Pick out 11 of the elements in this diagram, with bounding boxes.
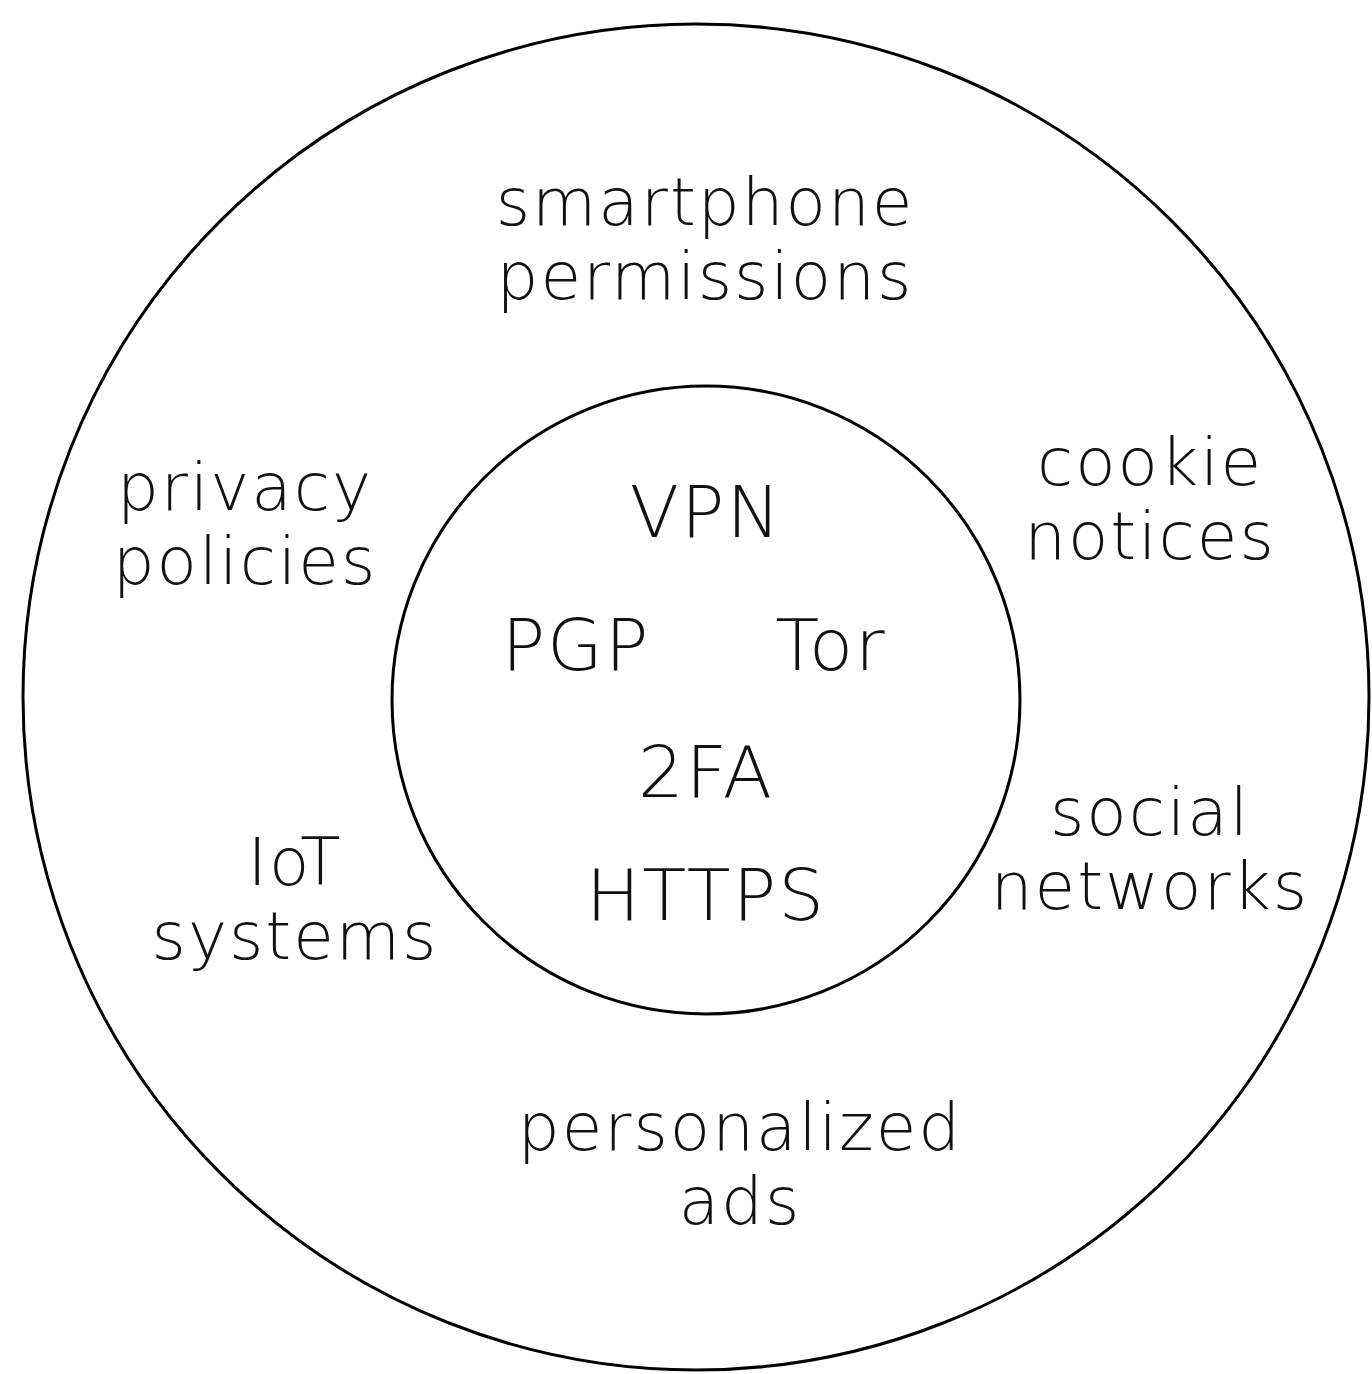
circle-label: IoT systems bbox=[151, 826, 439, 974]
circle-label: social networks bbox=[990, 776, 1310, 924]
circle-label: personalized ads bbox=[517, 1091, 963, 1239]
circle-label: Tor bbox=[775, 604, 887, 686]
circle-label: PGP bbox=[501, 604, 651, 686]
circle-label: VPN bbox=[629, 471, 783, 553]
circle-label: 2FA bbox=[638, 731, 774, 813]
circle-label: smartphone permissions bbox=[495, 166, 915, 314]
circle-label: cookie notices bbox=[1024, 426, 1276, 574]
circle-label: HTTPS bbox=[586, 854, 826, 936]
circle-label: privacy policies bbox=[112, 451, 378, 599]
